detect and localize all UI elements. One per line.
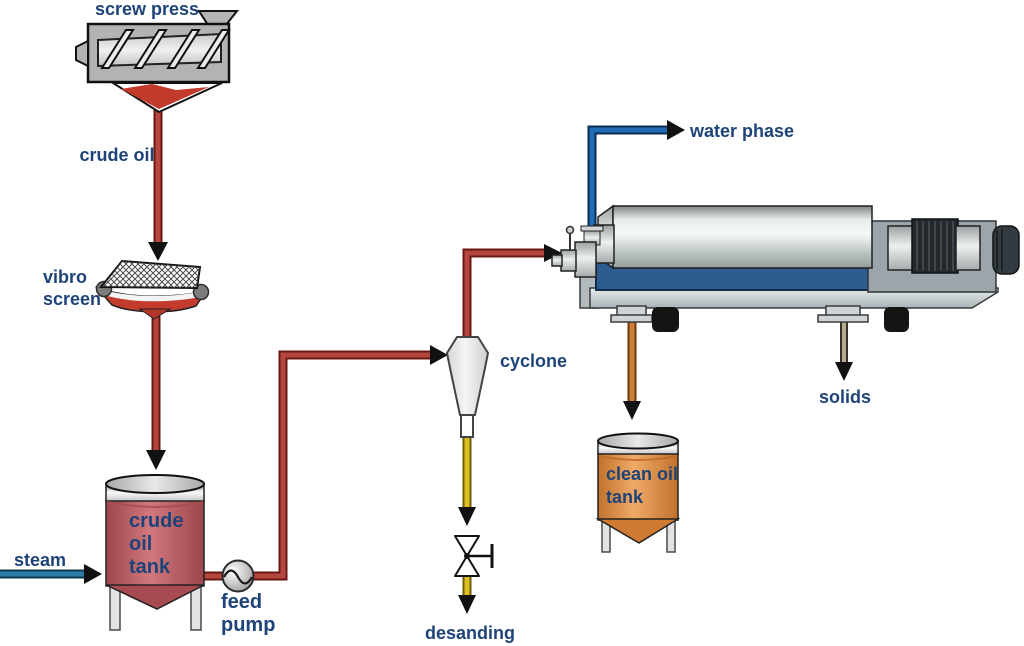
clean-oil-pipe (623, 318, 641, 420)
centrifuge-inlet-assembly (551, 224, 615, 278)
vibro-bowl-rim (99, 289, 204, 302)
feed-inlet-tip (551, 254, 563, 267)
decanter-centrifuge-graphic (551, 204, 1020, 332)
valve-icon (454, 535, 480, 557)
desanding-pipe-upper (458, 437, 476, 526)
label-solids: solids (818, 387, 871, 407)
centrifuge-foot (884, 307, 909, 332)
arrowhead-right-icon (430, 345, 448, 365)
label-desanding: desanding (424, 623, 515, 643)
cyclone-body (446, 336, 489, 416)
inlet-pin (565, 225, 575, 235)
feed-pump-graphic (221, 559, 255, 593)
label-screw-press: screw press (94, 0, 200, 19)
tank-shell (597, 451, 679, 521)
label-water-phase: water phase (690, 121, 795, 141)
arrowhead-down-icon (835, 362, 853, 381)
centrifuge-foot (652, 307, 679, 332)
solids-pipe (835, 318, 853, 381)
tank-cone (595, 518, 681, 544)
screw-press-nozzle (75, 39, 89, 68)
label-cyclone: cyclone (500, 351, 568, 371)
screw-press-graphic (75, 10, 240, 114)
clean-oil-tank-graphic (595, 432, 681, 553)
crude-oil-pipe-cyclone-to-centrifuge (462, 244, 562, 342)
arrowhead-down-icon (623, 401, 641, 420)
arrowhead-right-icon (544, 244, 562, 262)
water-phase-pipe (587, 120, 685, 230)
centrifuge-bowl (612, 205, 873, 269)
pump-wave-icon (223, 569, 253, 585)
vibro-screen-graphic (94, 259, 210, 320)
label-crude-oil: crude oil (79, 145, 155, 165)
arrowhead-down-icon (458, 507, 476, 526)
tank-lid (597, 432, 679, 450)
arrowhead-right-icon (667, 120, 685, 140)
arrowhead-down-icon (148, 242, 168, 261)
tank-shell (105, 499, 205, 587)
label-steam: steam (13, 550, 67, 570)
crude-oil-tank-graphic (105, 474, 205, 631)
tank-cone (105, 584, 205, 610)
crude-oil-pipe-press-to-screen (148, 108, 168, 261)
valve-icon (454, 555, 480, 577)
desanding-pipe-lower (458, 576, 476, 614)
motor-end-cap (992, 225, 1020, 275)
crude-oil-pipe-screen-to-tank (146, 316, 166, 470)
vibro-bowl-outlet (138, 308, 172, 320)
centrifuge-motor (887, 218, 1020, 275)
crude-oil-pipe-tank-to-cyclone (202, 345, 448, 581)
funnel-crude-oil (121, 84, 209, 109)
arrowhead-right-icon (84, 564, 102, 584)
steam-pipe (0, 564, 102, 584)
cyclone-graphic (446, 336, 489, 438)
arrowhead-down-icon (458, 595, 476, 614)
tank-lid (105, 474, 205, 494)
screw-flights (100, 29, 231, 69)
desanding-valve (454, 535, 494, 577)
arrowhead-down-icon (146, 450, 166, 470)
cyclone-underflow-neck (460, 414, 474, 438)
